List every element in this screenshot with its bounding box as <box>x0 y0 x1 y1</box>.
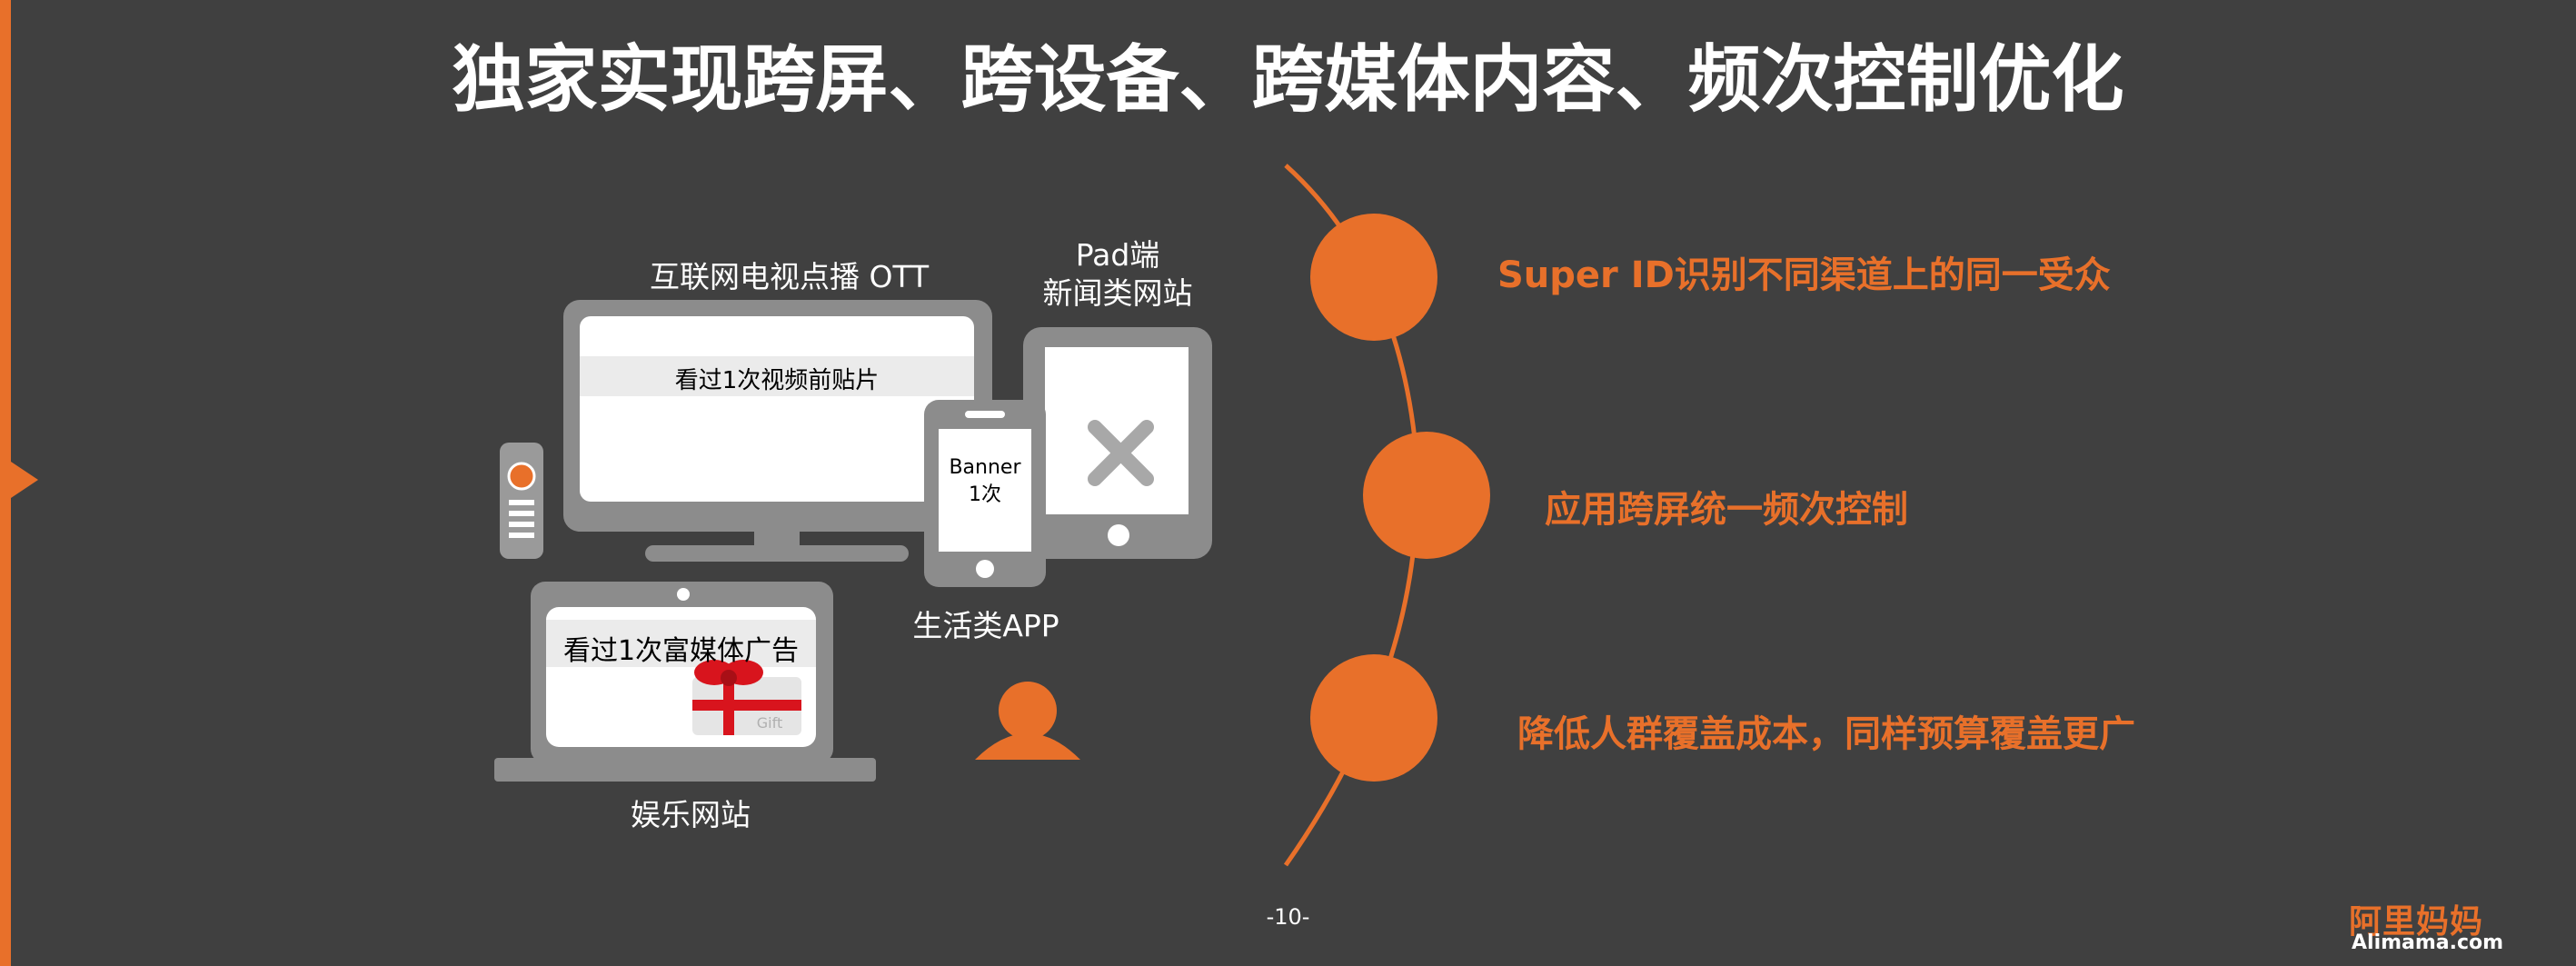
laptop-device <box>494 582 876 782</box>
pad-label-line2: 新闻类网站 <box>1042 275 1193 311</box>
left-arrow-icon <box>11 462 38 498</box>
laptop-screen-text: 看过1次富媒体广告 <box>562 635 800 667</box>
gift-icon <box>692 660 801 735</box>
tv-device <box>563 300 992 562</box>
phone-label: 生活类APP <box>912 608 1059 643</box>
point-text-1: Super ID识别不同渠道上的同一受众 <box>1497 254 2111 296</box>
point-circle-2 <box>1363 432 1490 559</box>
page-number: -10- <box>1266 904 1310 930</box>
close-x-icon <box>1088 420 1154 486</box>
tv-screen-text: 看过1次视频前贴片 <box>674 367 880 394</box>
phone-banner-line1: Banner <box>949 456 1021 479</box>
gift-tag-text: Gift <box>756 714 783 732</box>
laptop-label: 娱乐网站 <box>631 797 751 832</box>
user-icon <box>975 682 1080 760</box>
brand-logo-cn: 阿里妈妈 <box>2349 903 2484 941</box>
left-accent-bar <box>0 0 11 966</box>
phone-banner-line2: 1次 <box>969 483 1001 506</box>
pad-device <box>1023 327 1212 559</box>
pad-label-line1: Pad端 <box>1075 237 1160 273</box>
point-text-2: 应用跨屏统一频次控制 <box>1545 489 1908 531</box>
point-text-3: 降低人群覆盖成本，同样预算覆盖更广 <box>1517 713 2135 755</box>
remote-control-icon <box>500 443 543 559</box>
page-title: 独家实现跨屏、跨设备、跨媒体内容、频次控制优化 <box>452 37 2124 122</box>
tv-label: 互联网电视点播 OTT <box>650 259 930 294</box>
brand-logo-en: Alimama.com <box>2352 931 2504 954</box>
phone-device <box>924 400 1046 587</box>
point-circle-3 <box>1310 654 1437 782</box>
point-circle-1 <box>1310 214 1437 341</box>
